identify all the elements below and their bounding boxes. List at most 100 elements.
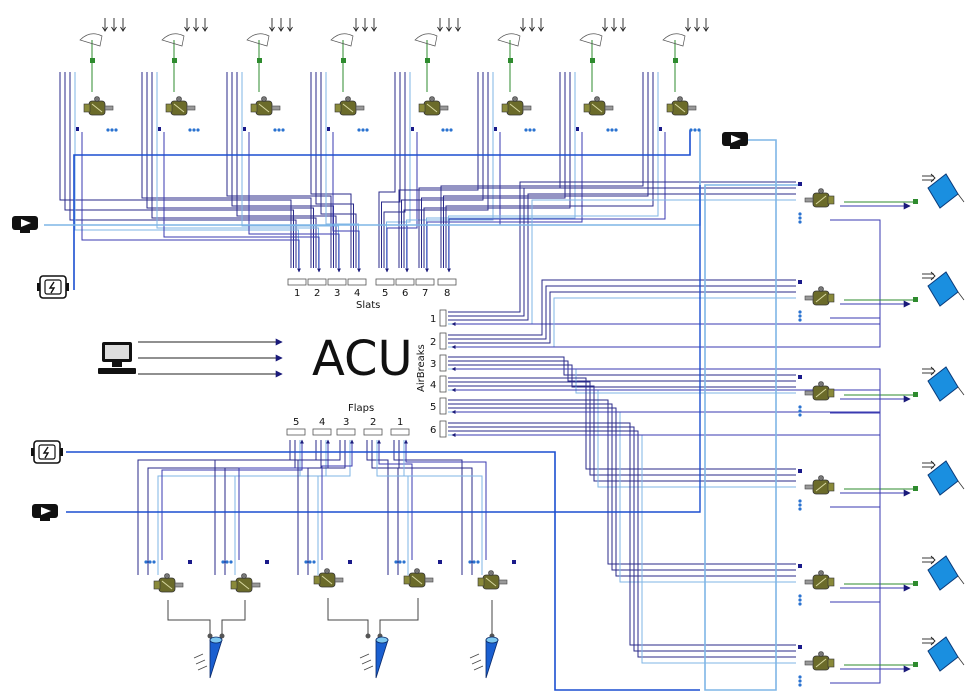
slat-load-arrows-icon bbox=[438, 18, 461, 31]
flap-actuator-icon bbox=[154, 574, 183, 593]
airbreak-actuator-icon bbox=[805, 287, 834, 306]
connector-dot bbox=[449, 128, 452, 131]
slat-load-arrows-icon bbox=[103, 18, 126, 31]
slat-actuator-icon bbox=[667, 97, 696, 116]
airbreak-sensor-node bbox=[913, 297, 918, 302]
connector-dot bbox=[152, 560, 155, 563]
flaps-port-box bbox=[287, 429, 305, 435]
airbreak-load-arrows-icon bbox=[922, 637, 935, 645]
connector-dot bbox=[402, 560, 405, 563]
slat-actuator-icon bbox=[84, 97, 113, 116]
flaps-port-label: 5 bbox=[293, 417, 299, 428]
airbreaks-port-label: 5 bbox=[430, 402, 436, 413]
connector-pin bbox=[576, 127, 579, 131]
airbreak-load-arrows-icon bbox=[922, 461, 935, 469]
connector-pin bbox=[798, 645, 802, 649]
slat-surface-icon bbox=[580, 34, 602, 46]
slat-actuator-icon bbox=[419, 97, 448, 116]
slat-actuator-icon bbox=[502, 97, 531, 116]
connector-dot bbox=[798, 310, 801, 313]
connector-dot bbox=[798, 212, 801, 215]
connector-dot bbox=[798, 499, 801, 502]
slat-actuator-icon bbox=[251, 97, 280, 116]
flaps-port-label: 2 bbox=[370, 417, 376, 428]
connector-dot bbox=[357, 128, 360, 131]
slats-port-label: 5 bbox=[382, 288, 388, 299]
connector-pin bbox=[438, 560, 442, 564]
connector-dot bbox=[798, 318, 801, 321]
airbreaks-port-label: 3 bbox=[430, 359, 436, 370]
connector-dot bbox=[144, 560, 147, 563]
connector-dot bbox=[114, 128, 117, 131]
connector-dot bbox=[308, 560, 311, 563]
connector-dot bbox=[273, 128, 276, 131]
slat-sensor-node bbox=[508, 58, 513, 63]
connector-dot bbox=[606, 128, 609, 131]
connector-dot bbox=[106, 128, 109, 131]
slat-surface-icon bbox=[498, 34, 520, 46]
slat-load-arrows-icon bbox=[270, 18, 293, 31]
flaps-title: Flaps bbox=[348, 403, 374, 414]
slat-sensor-node bbox=[257, 58, 262, 63]
slat-surface-icon bbox=[331, 34, 353, 46]
connector-pin bbox=[411, 127, 414, 131]
airbreak-load-arrows-icon bbox=[922, 556, 935, 564]
airbreak-sensor-node bbox=[913, 199, 918, 204]
slats-port-box bbox=[438, 279, 456, 285]
slat-load-arrows-icon bbox=[686, 18, 709, 31]
airbreaks-port-box bbox=[440, 376, 446, 392]
connector-dot bbox=[798, 594, 801, 597]
connector-pin bbox=[798, 375, 802, 379]
airbreak-sensor-node bbox=[913, 662, 918, 667]
connector-dot bbox=[798, 507, 801, 510]
connector-dot bbox=[798, 220, 801, 223]
connector-dot bbox=[472, 560, 475, 563]
airbreak-actuator-icon bbox=[805, 652, 834, 671]
connector-dot bbox=[221, 560, 224, 563]
airbreaks-port-label: 2 bbox=[430, 337, 436, 348]
linkage-joint bbox=[366, 634, 371, 639]
connector-dot bbox=[528, 128, 531, 131]
connector-dot bbox=[196, 128, 199, 131]
slat-load-arrows-icon bbox=[354, 18, 377, 31]
acu-label: ACU bbox=[312, 331, 413, 387]
flap-actuator-icon bbox=[231, 574, 260, 593]
slats-port-box bbox=[416, 279, 434, 285]
connector-dot bbox=[693, 128, 696, 131]
connector-dot bbox=[798, 216, 801, 219]
connector-dot bbox=[798, 405, 801, 408]
connector-dot bbox=[798, 409, 801, 412]
airbreaks-port-box bbox=[440, 355, 446, 371]
pilot-terminal-icon bbox=[98, 342, 136, 374]
connector-dot bbox=[192, 128, 195, 131]
connector-dot bbox=[798, 598, 801, 601]
connector-dot bbox=[365, 128, 368, 131]
connector-dot bbox=[689, 128, 692, 131]
connector-pin bbox=[188, 560, 192, 564]
slats-port-box bbox=[308, 279, 326, 285]
connector-dot bbox=[148, 560, 151, 563]
flaps-port-box bbox=[391, 429, 409, 435]
airbreak-sensor-node bbox=[913, 392, 918, 397]
slat-sensor-node bbox=[90, 58, 95, 63]
airbreak-actuator-icon bbox=[805, 571, 834, 590]
slat-surface-icon bbox=[663, 34, 685, 46]
slat-sensor-node bbox=[341, 58, 346, 63]
airbreaks-port-box bbox=[440, 398, 446, 414]
slat-load-arrows-icon bbox=[521, 18, 544, 31]
connector-dot bbox=[532, 128, 535, 131]
flap-surface-icon bbox=[194, 637, 222, 678]
left-power-supply-icon bbox=[37, 276, 69, 298]
connector-pin bbox=[798, 469, 802, 473]
left-display-icon bbox=[12, 216, 38, 233]
airbreaks-port-label: 1 bbox=[430, 314, 436, 325]
airbreaks-display-icon bbox=[722, 132, 748, 149]
connector-dot bbox=[277, 128, 280, 131]
connector-dot bbox=[361, 128, 364, 131]
airbreaks-title: AirBreaks bbox=[416, 344, 427, 392]
airbreak-actuator-icon bbox=[805, 382, 834, 401]
slats-port-box bbox=[396, 279, 414, 285]
slats-port-box bbox=[288, 279, 306, 285]
connector-dot bbox=[476, 560, 479, 563]
